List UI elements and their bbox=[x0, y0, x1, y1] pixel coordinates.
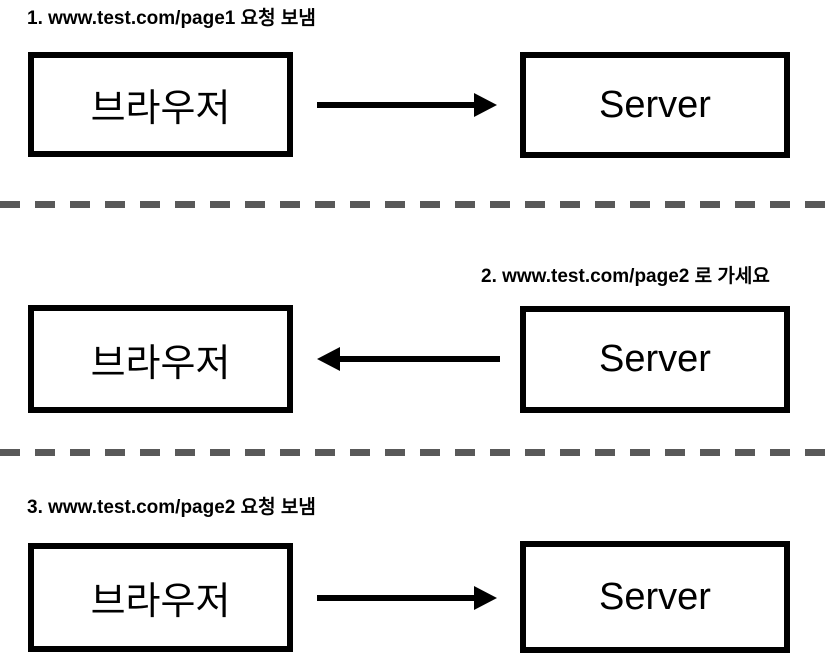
arrow-head-right-icon bbox=[474, 93, 497, 117]
section-divider-2 bbox=[0, 449, 836, 456]
step-1-label: 1. www.test.com/page1 요청 보냄 bbox=[27, 8, 316, 29]
server-box-step-3: Server bbox=[520, 541, 790, 653]
step-2-label: 2. www.test.com/page2 로 가세요 bbox=[481, 266, 770, 287]
arrow-line bbox=[317, 595, 478, 601]
browser-box-step-3: 브라우저 bbox=[28, 543, 293, 652]
request-arrow-step-3 bbox=[317, 586, 497, 610]
server-box-step-2: Server bbox=[520, 306, 790, 413]
server-box-step-1: Server bbox=[520, 52, 790, 158]
browser-box-step-2-label: 브라우저 bbox=[90, 342, 231, 385]
server-box-step-2-label: Server bbox=[599, 338, 711, 380]
server-box-step-3-label: Server bbox=[599, 575, 711, 618]
section-divider-1 bbox=[0, 201, 836, 208]
arrow-head-left-icon bbox=[317, 347, 340, 371]
request-arrow-step-1 bbox=[317, 93, 497, 117]
arrow-line bbox=[336, 356, 500, 362]
browser-box-step-3-label: 브라우저 bbox=[90, 581, 231, 623]
browser-box-step-2: 브라우저 bbox=[28, 305, 293, 413]
browser-box-step-1: 브라우저 bbox=[28, 52, 293, 157]
arrow-line bbox=[317, 102, 478, 108]
step-3-label: 3. www.test.com/page2 요청 보냄 bbox=[27, 497, 316, 518]
arrow-head-right-icon bbox=[474, 586, 497, 610]
server-box-step-1-label: Server bbox=[599, 83, 711, 126]
redirect-arrow-step-2 bbox=[317, 347, 500, 371]
browser-box-step-1-label: 브라우저 bbox=[90, 88, 231, 130]
